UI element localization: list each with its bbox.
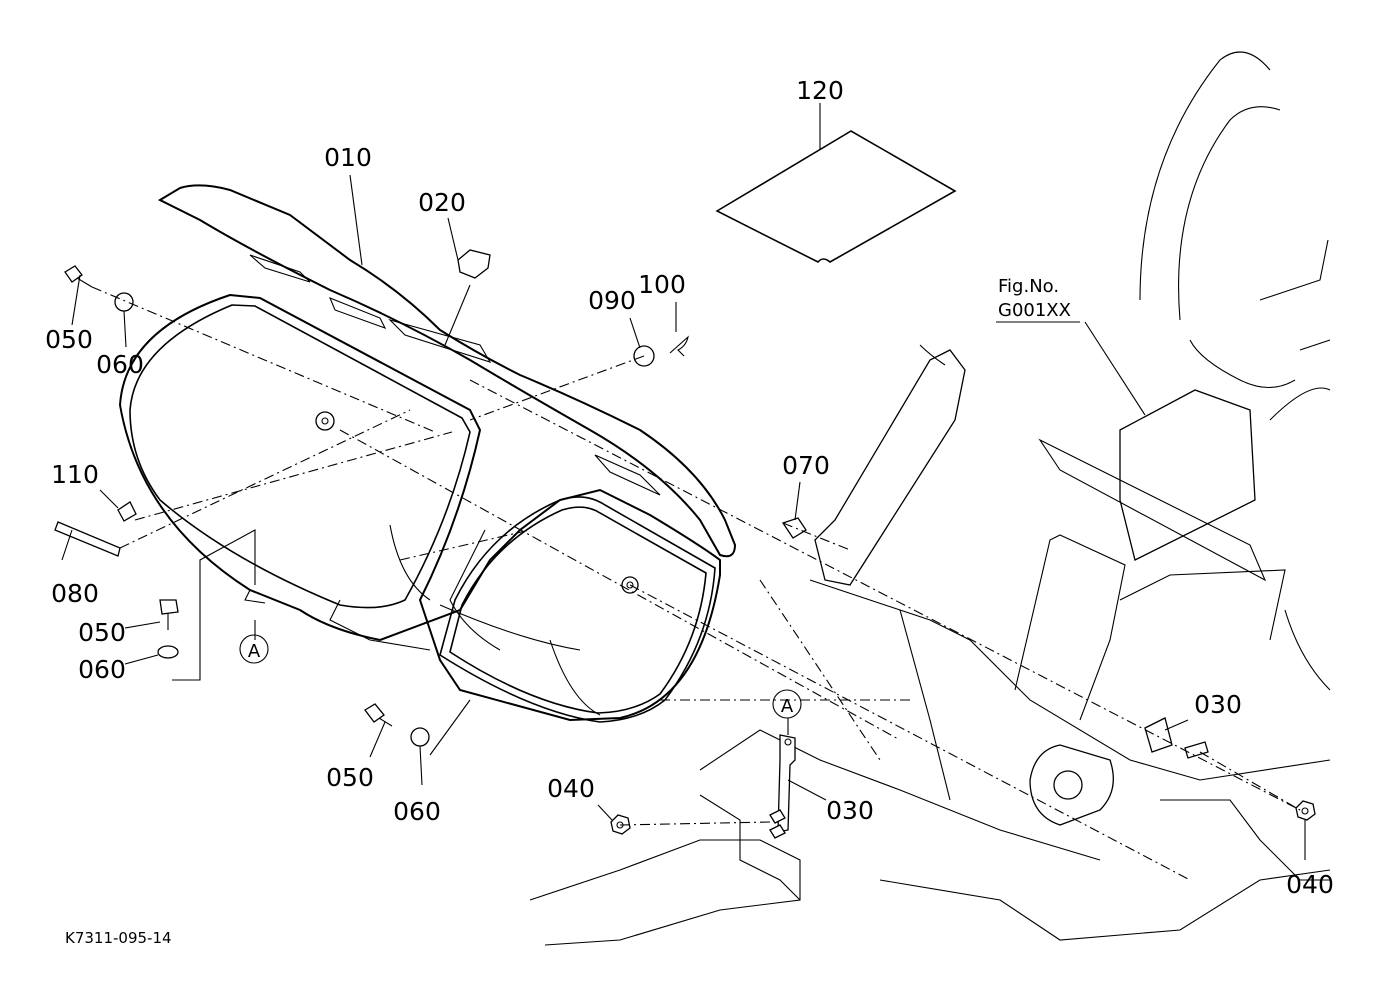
callout-110[interactable]: 110: [51, 460, 99, 489]
dash-panel-upper[interactable]: [157, 184, 737, 558]
section-marker-label: A: [248, 641, 261, 662]
callout-040-left[interactable]: 040: [547, 774, 595, 803]
drawing-code: K7311-095-14: [65, 929, 172, 947]
bracket-a[interactable]: [769, 734, 796, 839]
callout-030-right[interactable]: 030: [1194, 690, 1242, 719]
dash-panel-lower[interactable]: [118, 293, 721, 723]
callout-100[interactable]: 100: [638, 270, 686, 299]
callout-040-right[interactable]: 040: [1286, 870, 1334, 899]
callout-070[interactable]: 070: [782, 451, 830, 480]
callout-020[interactable]: 020: [418, 188, 466, 217]
section-marker-right: A: [772, 689, 802, 719]
fig-ref-line2[interactable]: G001XX: [998, 300, 1071, 321]
rod-080[interactable]: [54, 521, 121, 557]
assembly-lines: [91, 286, 1301, 881]
washer-060-bottom[interactable]: [410, 727, 430, 747]
callout-060-bottom[interactable]: 060: [393, 797, 441, 826]
figure-reference: Fig.No. G001XX: [996, 276, 1080, 323]
chassis-frame: [529, 51, 1331, 946]
washer-060-mid[interactable]: [157, 645, 179, 659]
leader-lines: [61, 103, 1306, 860]
bolt-050-mid[interactable]: [159, 599, 179, 630]
section-marker-left: A: [239, 634, 269, 664]
bracket-030-right[interactable]: [1144, 717, 1209, 759]
callout-050-bottom[interactable]: 050: [326, 763, 374, 792]
clip-110[interactable]: [117, 501, 137, 522]
callout-050-mid[interactable]: 050: [78, 618, 126, 647]
bolt-050-bottom[interactable]: [364, 703, 393, 727]
callout-060-mid[interactable]: 060: [78, 655, 126, 684]
callout-050-top[interactable]: 050: [45, 325, 93, 354]
washer-060-top[interactable]: [114, 292, 134, 312]
section-marker-label: A: [781, 696, 794, 717]
pin-100[interactable]: [669, 335, 689, 357]
callout-030-bracket[interactable]: 030: [826, 796, 874, 825]
fig-ref-line1[interactable]: Fig.No.: [998, 276, 1059, 297]
decal-sheet[interactable]: [715, 130, 957, 264]
callout-080[interactable]: 080: [51, 579, 99, 608]
callout-010[interactable]: 010: [324, 143, 372, 172]
callout-120[interactable]: 120: [796, 76, 844, 105]
nut-040-right[interactable]: [1295, 800, 1316, 821]
plug-020[interactable]: [444, 249, 491, 346]
nut-070[interactable]: [781, 517, 807, 539]
callouts: 120 010 020 050 060 090 100 070 110 080 …: [45, 76, 1334, 899]
callout-060-top[interactable]: 060: [96, 350, 144, 379]
callout-090[interactable]: 090: [588, 286, 636, 315]
